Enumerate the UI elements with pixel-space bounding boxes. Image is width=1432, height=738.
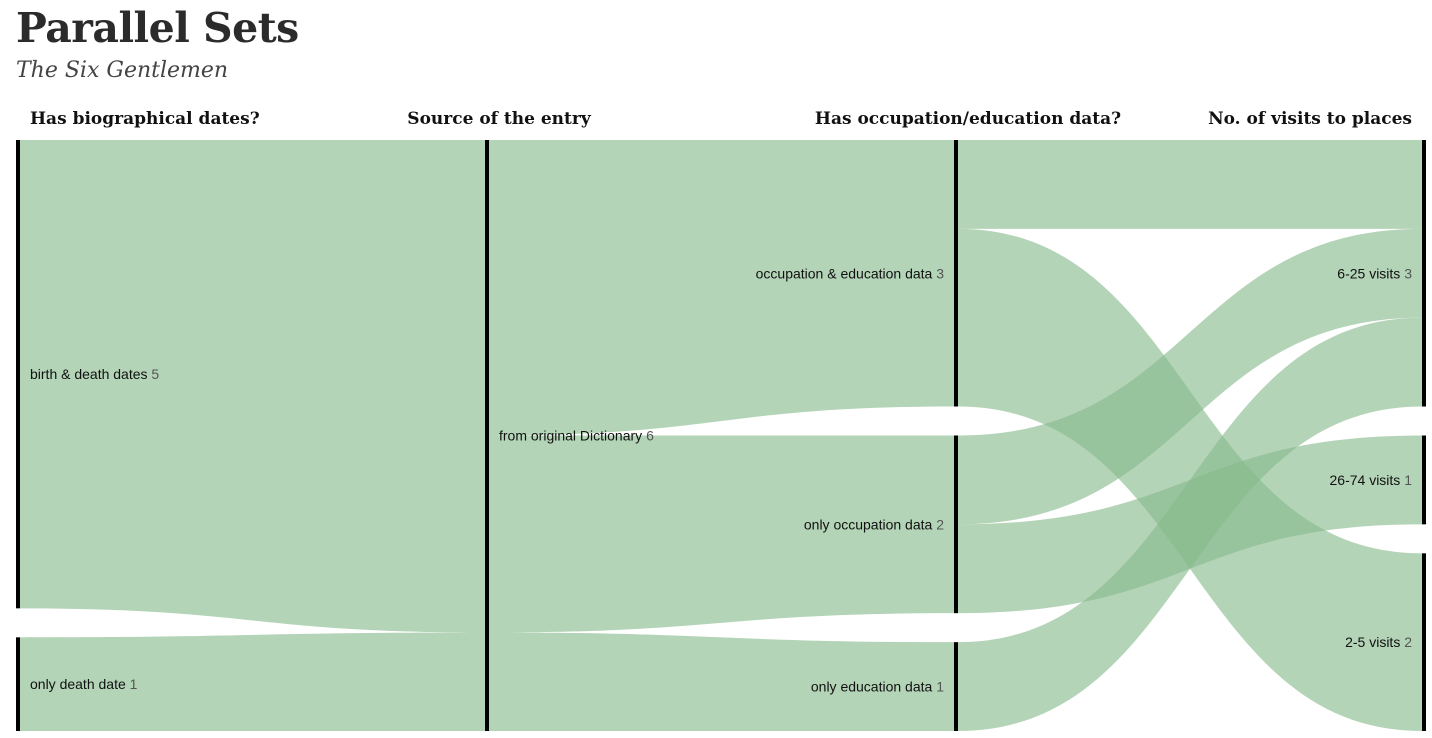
category-count: 3 — [936, 265, 944, 281]
node-layer — [16, 140, 1426, 731]
category-count: 5 — [151, 366, 159, 382]
ribbon-from-original-dictionary-to-only-education-data[interactable] — [489, 632, 954, 732]
category-name: 2-5 visits — [1345, 634, 1404, 650]
category-label-from-original-dictionary: from original Dictionary 6 — [499, 428, 654, 444]
chart-subtitle: The Six Gentlemen — [16, 58, 229, 83]
category-label-6-25-visits: 6-25 visits 3 — [1337, 265, 1412, 281]
category-count: 6 — [646, 428, 654, 444]
label-layer: Has biographical dates? birth & death dat… — [30, 109, 1412, 695]
node-bar-occupation-education-data[interactable] — [954, 140, 958, 407]
node-bar-only-death-date[interactable] — [16, 637, 20, 731]
node-bar-only-occupation-data[interactable] — [954, 435, 958, 614]
category-label-2-5-visits: 2-5 visits 2 — [1345, 634, 1412, 650]
chart-title: Parallel Sets — [16, 4, 299, 52]
category-name: 6-25 visits — [1337, 265, 1404, 281]
node-bar-only-education-data[interactable] — [954, 642, 958, 731]
category-name: only education data — [811, 679, 936, 695]
category-count: 1 — [130, 676, 138, 692]
category-count: 1 — [936, 679, 944, 695]
ribbon-occupation-education-data-to-6-25-visits[interactable] — [958, 140, 1422, 229]
category-name: only death date — [30, 676, 130, 692]
node-bar-from-original-dictionary[interactable] — [485, 140, 489, 731]
category-label-only-education-data: only education data 1 — [811, 679, 944, 695]
dimension-label-source-of-the-entry[interactable]: Source of the entry — [407, 109, 592, 129]
ribbon-from-original-dictionary-to-occupation-education-data[interactable] — [489, 140, 954, 436]
ribbon-layer — [20, 140, 1422, 732]
category-name: birth & death dates — [30, 366, 151, 382]
category-label-only-occupation-data: only occupation data 2 — [804, 516, 944, 532]
category-label-occupation-education-data: occupation & education data 3 — [756, 265, 945, 281]
category-label-26-74-visits: 26-74 visits 1 — [1330, 472, 1413, 488]
ribbon-only-occupation-data-to-6-25-visits[interactable] — [958, 228, 1422, 525]
node-bar-26-74-visits[interactable] — [1422, 435, 1426, 525]
category-name: from original Dictionary — [499, 428, 646, 444]
category-count: 2 — [936, 516, 944, 532]
category-count: 1 — [1404, 472, 1412, 488]
ribbon-birth-death-dates-to-from-original-dictionary[interactable] — [20, 140, 485, 633]
node-bar-6-25-visits[interactable] — [1422, 140, 1426, 407]
category-name: occupation & education data — [756, 265, 937, 281]
dimension-label-has-biographical-dates[interactable]: Has biographical dates? — [30, 109, 260, 129]
ribbon-from-original-dictionary-to-only-occupation-data[interactable] — [489, 435, 954, 633]
category-label-only-death-date: only death date 1 — [30, 676, 138, 692]
category-count: 2 — [1404, 634, 1412, 650]
node-bar-2-5-visits[interactable] — [1422, 553, 1426, 731]
dimension-label-has-occupation-education-data[interactable]: Has occupation/education data? — [815, 109, 1121, 129]
category-name: 26-74 visits — [1330, 472, 1405, 488]
ribbon-only-death-date-to-from-original-dictionary[interactable] — [20, 632, 485, 732]
category-count: 3 — [1404, 265, 1412, 281]
dimension-label-no-of-visits-to-places[interactable]: No. of visits to places — [1208, 109, 1412, 129]
ribbon-only-education-data-to-6-25-visits[interactable] — [958, 317, 1422, 731]
category-label-birth-death-dates: birth & death dates 5 — [30, 366, 159, 382]
node-bar-birth-death-dates[interactable] — [16, 140, 20, 609]
category-name: only occupation data — [804, 516, 936, 532]
